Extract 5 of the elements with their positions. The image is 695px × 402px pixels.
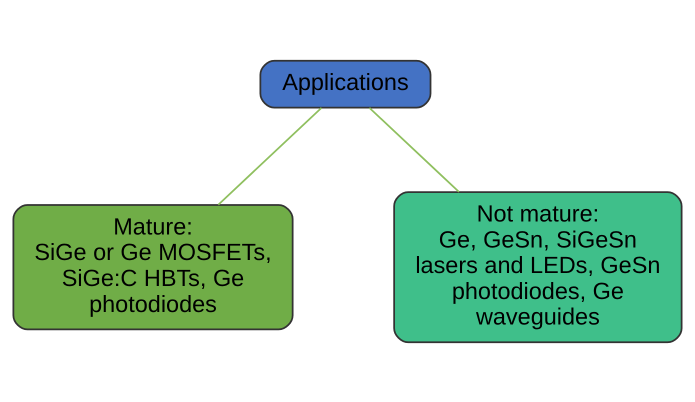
connector [368, 106, 460, 192]
node-box: Applications [260, 59, 432, 108]
node-box: Mature: SiGe or Ge MOSFETs, SiGe:C HBTs, Ge photodiodes [12, 204, 294, 330]
node-box: Not mature: Ge, GeSn, SiGeSn lasers and LEDs, GeSn photodiodes, Ge waveguides [393, 190, 682, 343]
connector [218, 106, 322, 205]
